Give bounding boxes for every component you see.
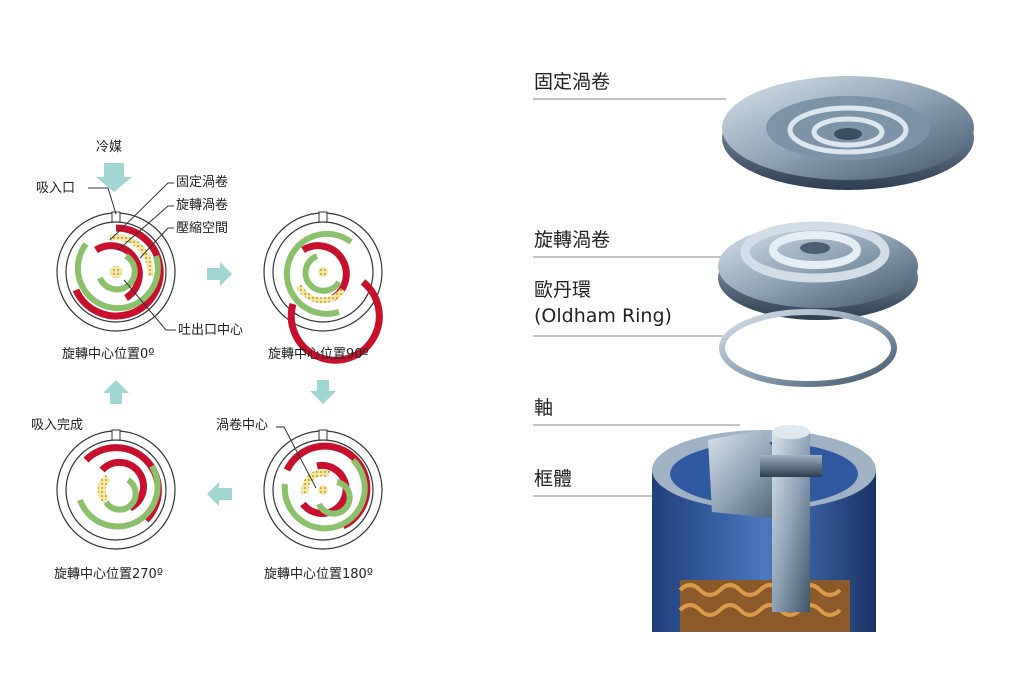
left-leader-lines — [88, 182, 317, 489]
fixed-scroll-part — [722, 76, 974, 190]
oldham-ring-part — [719, 309, 897, 387]
position-90-label: 旋轉中心位置90º — [268, 347, 369, 362]
arrow-left — [207, 482, 232, 506]
scroll-center-label: 渦卷中心 — [216, 418, 269, 433]
suction-complete-label: 吸入完成 — [31, 418, 84, 433]
orbiting-scroll-label-left: 旋轉渦卷 — [176, 198, 229, 213]
refrigerant-label: 冷媒 — [96, 140, 123, 155]
arrow-up — [103, 380, 129, 404]
shaft-label: 軸 — [534, 397, 554, 419]
orbiting-scroll-part — [718, 221, 918, 320]
refrigerant-arrow — [96, 163, 132, 192]
arrow-down — [310, 380, 336, 404]
cycle-0-diagram — [56, 211, 176, 332]
fixed-scroll-label-left: 固定渦卷 — [176, 175, 229, 190]
oldham-ring-label-en: (Oldham Ring) — [534, 305, 672, 327]
frame-label: 框體 — [534, 468, 573, 490]
orbiting-scroll-label: 旋轉渦卷 — [534, 229, 611, 251]
fixed-scroll-label: 固定渦卷 — [534, 71, 611, 93]
oldham-ring-label-zh: 歐丹環 — [534, 279, 592, 301]
cycle-180-diagram — [263, 429, 383, 550]
discharge-center-label: 吐出口中心 — [178, 323, 244, 338]
compression-space-label: 壓縮空間 — [176, 221, 229, 236]
shaft-part — [760, 425, 822, 612]
position-0-label: 旋轉中心位置0º — [62, 347, 155, 362]
right-leader-lines — [533, 98, 740, 497]
suction-port-label: 吸入口 — [36, 181, 76, 196]
arrow-right — [207, 262, 232, 286]
cycle-90-diagram — [263, 211, 383, 364]
cycle-270-diagram — [56, 429, 176, 550]
position-270-label: 旋轉中心位置270º — [54, 567, 163, 582]
position-180-label: 旋轉中心位置180º — [264, 567, 373, 582]
